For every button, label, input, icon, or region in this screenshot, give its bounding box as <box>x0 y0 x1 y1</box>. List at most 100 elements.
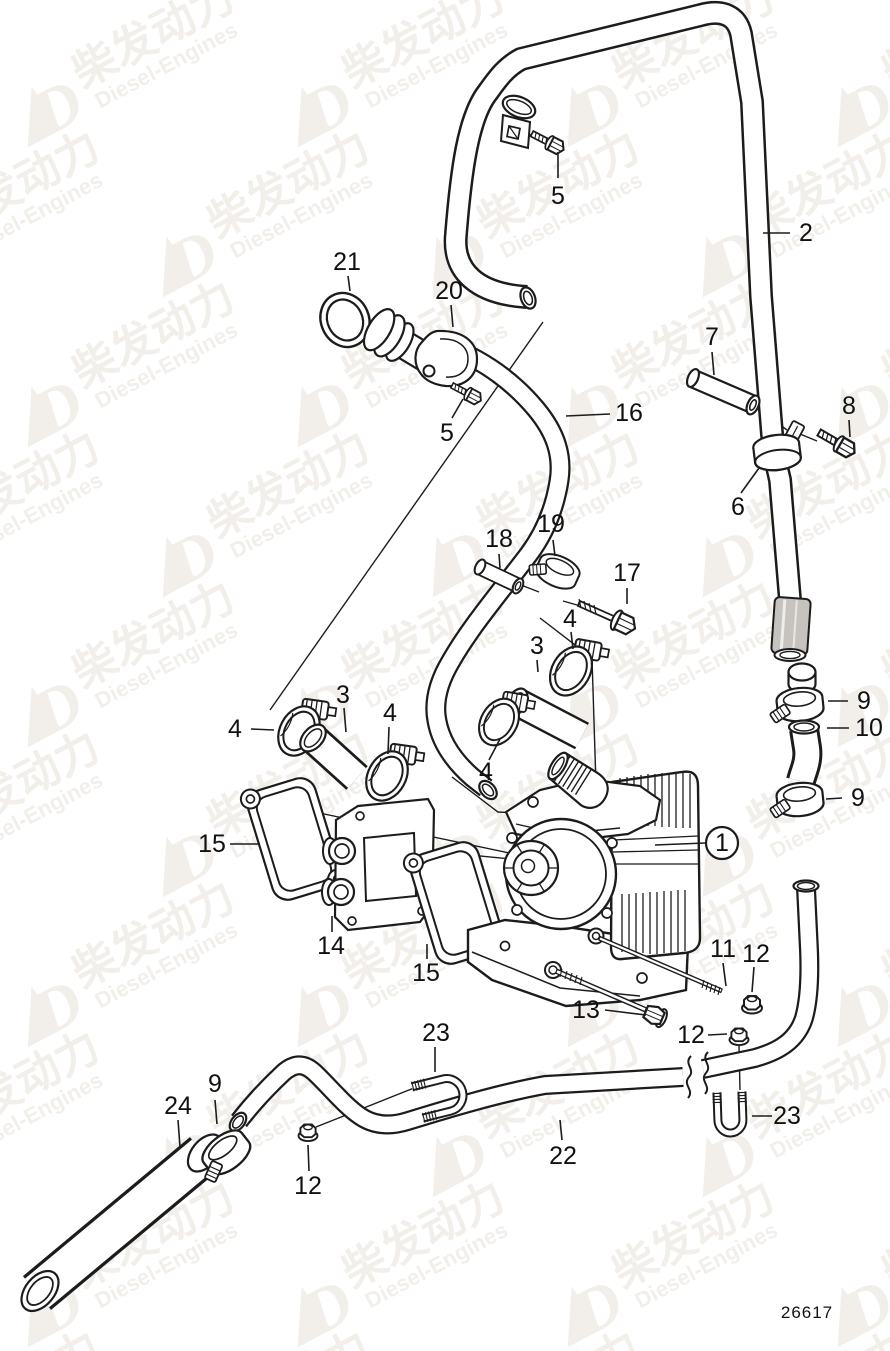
hose-2 <box>443 0 812 662</box>
callout-label: 9 <box>208 1070 222 1098</box>
callout-9: 9 <box>208 1070 222 1125</box>
figure-number: 26617 <box>780 1303 834 1322</box>
callout-leader-line <box>825 797 843 800</box>
callout-leader-line <box>536 659 539 673</box>
callout-label: 10 <box>855 714 883 742</box>
callout-label: 3 <box>530 632 544 660</box>
callout-label: 23 <box>773 1102 801 1130</box>
connector-20 <box>362 308 479 388</box>
callout-leader-line <box>722 962 727 987</box>
callout-23: 23 <box>422 1019 450 1072</box>
callout-6: 6 <box>731 467 760 521</box>
tube-18 <box>473 558 525 595</box>
callout-leader-line <box>570 631 574 650</box>
callout-leader-line <box>498 553 501 569</box>
callout-label: 15 <box>412 959 440 987</box>
u-bolt-23-right <box>712 1091 748 1138</box>
callout-label: 21 <box>333 248 361 276</box>
callout-label: 3 <box>336 681 350 709</box>
callout-24: 24 <box>164 1092 192 1148</box>
callout-circle <box>704 825 740 861</box>
callout-leader-line <box>387 726 390 755</box>
hose-10 <box>786 719 823 785</box>
callout-10: 10 <box>827 714 883 742</box>
callout-1: 1 <box>654 825 740 861</box>
tube-7 <box>685 367 761 416</box>
callout-4: 4 <box>383 699 397 755</box>
callout-17: 17 <box>613 559 641 604</box>
callout-label: 5 <box>551 182 565 210</box>
callout-16: 16 <box>565 399 643 427</box>
callout-label: 7 <box>705 323 719 351</box>
callout-label: 15 <box>198 830 226 858</box>
callout-label: 4 <box>228 715 242 743</box>
callout-22: 22 <box>549 1119 577 1170</box>
callout-13: 13 <box>572 996 647 1024</box>
callout-leader-line <box>307 1144 310 1172</box>
callout-4: 4 <box>228 715 275 743</box>
callout-leader-line <box>214 1099 218 1125</box>
callout-label: 8 <box>842 392 856 420</box>
callout-5: 5 <box>551 152 565 210</box>
nut-12c <box>297 1123 319 1142</box>
callout-20: 20 <box>435 277 463 328</box>
callout-4: 4 <box>563 605 577 650</box>
callout-3: 3 <box>336 681 350 733</box>
callout-label: 4 <box>479 758 493 786</box>
watermark-text-cn: 柴发动力 <box>199 1321 378 1351</box>
callout-15: 15 <box>412 944 440 987</box>
callout-leader-line <box>559 1119 563 1141</box>
callout-4: 4 <box>479 738 501 786</box>
ring-spacer <box>787 662 817 694</box>
callout-label: 11 <box>710 935 736 963</box>
callout-label: 12 <box>294 1172 322 1200</box>
callout-label: 9 <box>851 784 865 812</box>
callout-leader-line <box>711 351 715 376</box>
watermark-text-cn: 柴发动力 <box>469 1321 648 1351</box>
callout-15: 15 <box>198 830 260 858</box>
callout-label: 24 <box>164 1092 192 1120</box>
callout-leader-line <box>740 467 760 494</box>
callout-label: 14 <box>317 932 345 960</box>
callout-12: 12 <box>677 1021 728 1049</box>
seal-ring-21 <box>319 291 371 349</box>
callout-7: 7 <box>705 323 719 376</box>
callout-leader-line <box>343 707 347 733</box>
callout-label: 2 <box>799 219 813 247</box>
nut-12a <box>741 995 763 1015</box>
callout-leader-line <box>604 1009 647 1016</box>
callout-leader-line <box>654 842 706 846</box>
callout-23: 23 <box>752 1102 801 1130</box>
callout-label: 20 <box>435 277 463 305</box>
callout-label: 6 <box>731 493 745 521</box>
callout-label: 23 <box>422 1019 450 1047</box>
callout-label: 22 <box>549 1142 577 1170</box>
callout-leader-line <box>707 1033 728 1036</box>
callout-label: 17 <box>613 559 641 587</box>
callout-label: 13 <box>572 996 600 1024</box>
callout-leader-line <box>450 304 454 328</box>
callout-11: 11 <box>710 935 736 987</box>
hose-24 <box>20 1133 224 1313</box>
callout-9: 9 <box>825 784 865 812</box>
callout-leader-line <box>552 539 556 557</box>
callout-leader-line <box>250 728 275 731</box>
callout-label: 5 <box>440 419 454 447</box>
callout-5: 5 <box>440 398 464 447</box>
callout-label: 18 <box>485 525 513 553</box>
callout-leader-line <box>488 738 501 761</box>
callout-label: 12 <box>742 940 770 968</box>
callout-3: 3 <box>530 632 544 673</box>
